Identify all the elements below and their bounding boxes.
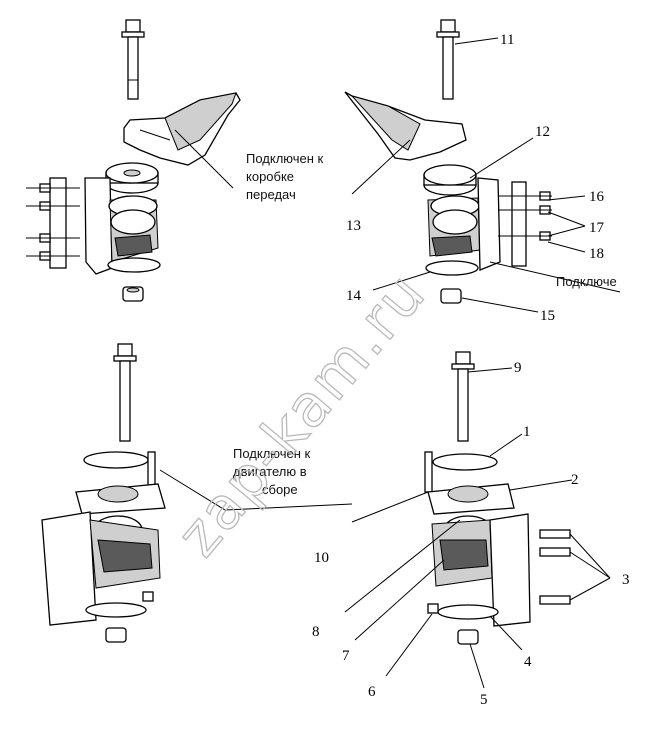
bolt-9 [451, 351, 475, 442]
callout-4: 4 [524, 654, 532, 670]
callout-5: 5 [480, 692, 488, 708]
nut-bottom-left [105, 627, 127, 643]
gearbox-label-line3: передач [246, 187, 296, 202]
mount-body-bottom-right [427, 483, 531, 627]
callout-1: 1 [523, 424, 531, 440]
callout-17: 17 [589, 220, 605, 236]
assembly-top-left [26, 19, 241, 302]
mount-body-bottom-left [41, 483, 166, 626]
callout-9: 9 [514, 360, 522, 376]
gearbox-label-line1: Подключен к [246, 151, 324, 166]
callout-7: 7 [342, 648, 350, 664]
bolts-3 [539, 529, 571, 605]
bracket-top-right [344, 91, 467, 161]
callout-12: 12 [535, 124, 550, 140]
washer-1 [432, 453, 498, 471]
bolt-bottom-left [113, 343, 137, 442]
cushion-12 [423, 164, 477, 196]
washer-bottom-left [83, 451, 149, 469]
small-nut-6 [427, 603, 439, 614]
side-plate-top-left [26, 177, 80, 269]
washer-bottom-left-lower [85, 602, 147, 618]
callout-8: 8 [312, 624, 320, 640]
small-nut-bottom-left [142, 591, 154, 602]
engine-label-line2: двигателю в [233, 464, 307, 479]
engine-label-line3: сборе [262, 482, 298, 497]
mount-body-top-right [427, 177, 501, 271]
right-cut-label: Подключе [556, 274, 617, 289]
callout-13: 13 [346, 218, 361, 234]
assembly-bottom-left [41, 343, 353, 643]
callout-15: 15 [540, 308, 555, 324]
callout-11: 11 [500, 32, 514, 48]
gearbox-label-line2: коробке [246, 169, 294, 184]
bolt-11 [436, 19, 460, 100]
callout-18: 18 [589, 246, 604, 262]
pin-10 [424, 451, 433, 493]
bracket-top-left [123, 92, 241, 166]
bolt-top-left [121, 19, 145, 100]
nut-top-left [122, 286, 144, 302]
nut-15 [440, 288, 462, 304]
assembly-top-right [344, 19, 621, 313]
mount-body-top-left [84, 177, 159, 275]
side-plate-top-right [498, 181, 552, 267]
assembly-bottom-right [344, 351, 611, 689]
callout-10: 10 [314, 550, 329, 566]
washer-14 [425, 260, 479, 276]
callout-3: 3 [622, 572, 630, 588]
washer-top-left [107, 257, 161, 273]
watermark: zap-kam.ru [164, 259, 439, 569]
nut-5 [457, 629, 479, 645]
callout-16: 16 [589, 189, 605, 205]
callout-6: 6 [368, 684, 376, 700]
washer-4 [437, 604, 499, 620]
cushion-top-left [105, 162, 159, 194]
engine-label-line1: Подключен к [233, 446, 311, 461]
callout-14: 14 [346, 288, 362, 304]
callout-2: 2 [571, 472, 579, 488]
